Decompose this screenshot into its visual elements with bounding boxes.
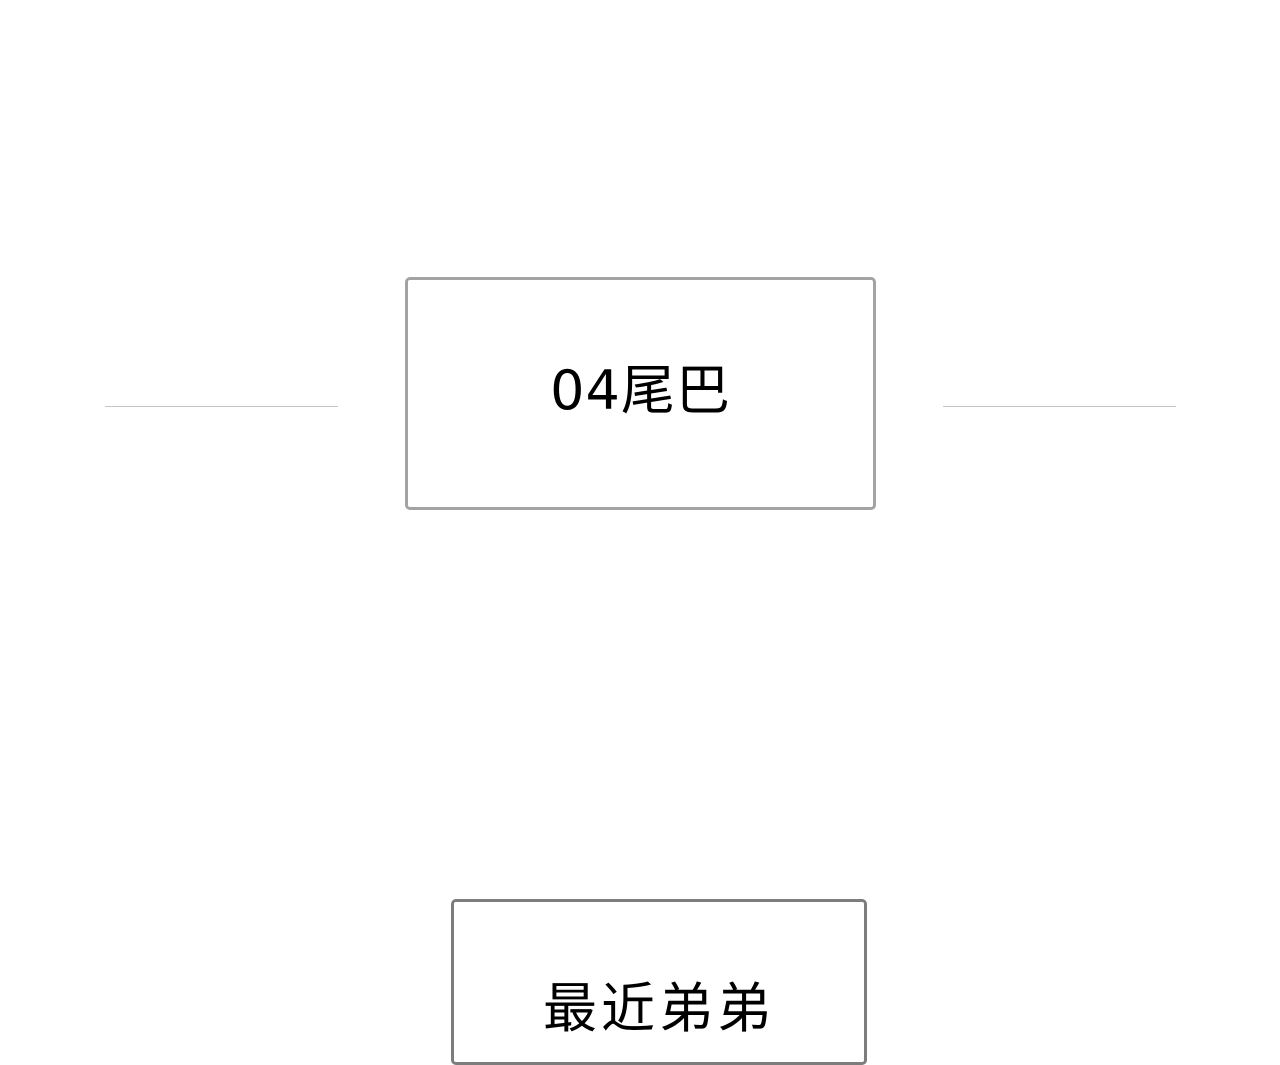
divider-line-right (943, 406, 1176, 407)
caption-text: 最近弟弟 (543, 977, 775, 1040)
chapter-title: 04尾巴 (550, 358, 731, 422)
divider-line-left (105, 406, 338, 407)
chapter-title-card: 04尾巴 (405, 277, 876, 510)
caption-card: 最近弟弟 (451, 899, 867, 1065)
